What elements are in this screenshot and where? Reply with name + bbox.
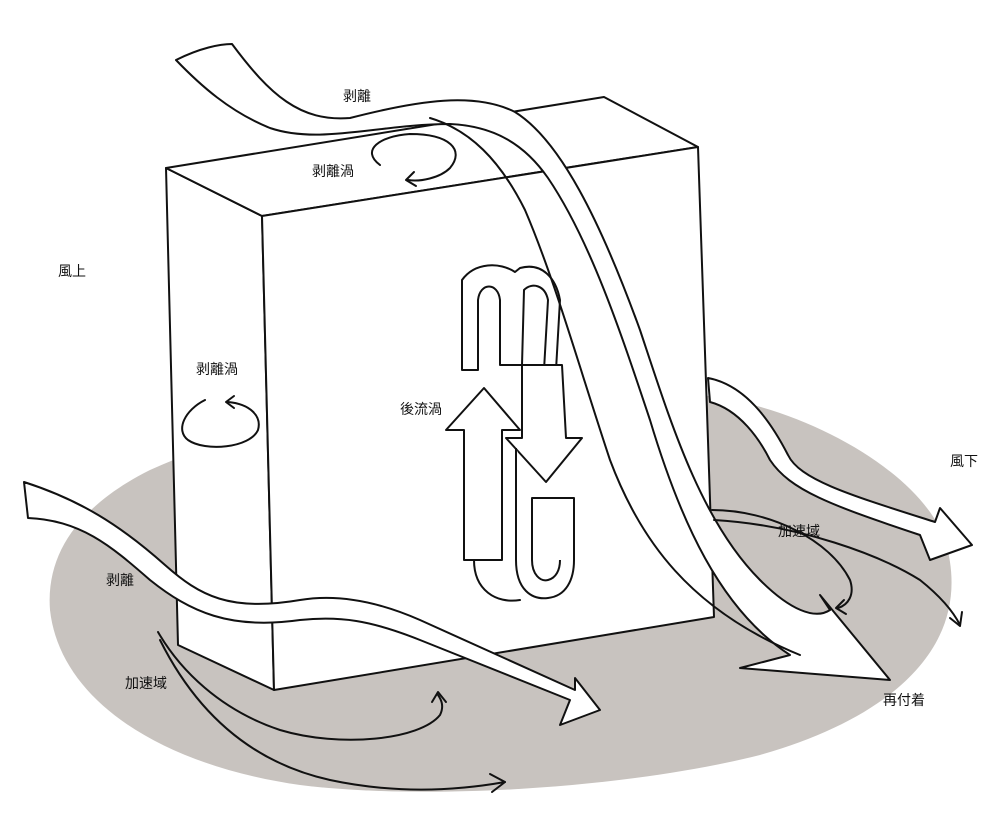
label-separation-left: 剥離 xyxy=(106,572,134,589)
label-reattachment: 再付着 xyxy=(883,693,925,709)
side-vortex-arrowhead xyxy=(225,395,235,409)
accel-arrowhead-left-1 xyxy=(431,691,447,703)
wake-vortex-loop xyxy=(515,448,575,600)
downwind-flow-stream xyxy=(707,377,973,561)
label-downwind: 風下 xyxy=(950,454,978,470)
label-separation-vortex-top: 剥離渦 xyxy=(312,163,354,180)
label-separation-top: 剥離 xyxy=(343,88,371,105)
side-separation-vortex-arrow xyxy=(181,399,260,448)
roof-separation-vortex-arrow xyxy=(371,133,457,182)
accel-arrowhead-right-2 xyxy=(949,611,963,627)
label-wake-vortex: 後流渦 xyxy=(400,402,442,418)
left-flow-stream xyxy=(23,481,601,726)
roof-vortex-arrowhead xyxy=(405,171,417,187)
accel-flow-line-right-2 xyxy=(713,519,961,626)
roof-flow-stream-inner xyxy=(429,117,801,656)
label-separation-vortex-side: 剥離渦 xyxy=(196,361,238,378)
accel-arrowhead-right-1 xyxy=(835,599,847,615)
accel-flow-line-left-1 xyxy=(157,631,444,741)
accel-arrowhead-left-2 xyxy=(489,773,506,793)
wake-vortex-band xyxy=(461,264,561,441)
accel-flow-line-left-2 xyxy=(159,639,506,791)
label-acceleration-left: 加速域 xyxy=(125,676,167,692)
roof-flow-stream xyxy=(175,43,891,681)
wake-vortex-down-arrow xyxy=(505,364,583,483)
label-acceleration-right: 加速域 xyxy=(778,524,820,540)
accel-flow-line-right-1 xyxy=(711,509,853,609)
wake-vortex-up-arrow xyxy=(445,387,521,561)
label-upwind: 風上 xyxy=(58,264,86,280)
